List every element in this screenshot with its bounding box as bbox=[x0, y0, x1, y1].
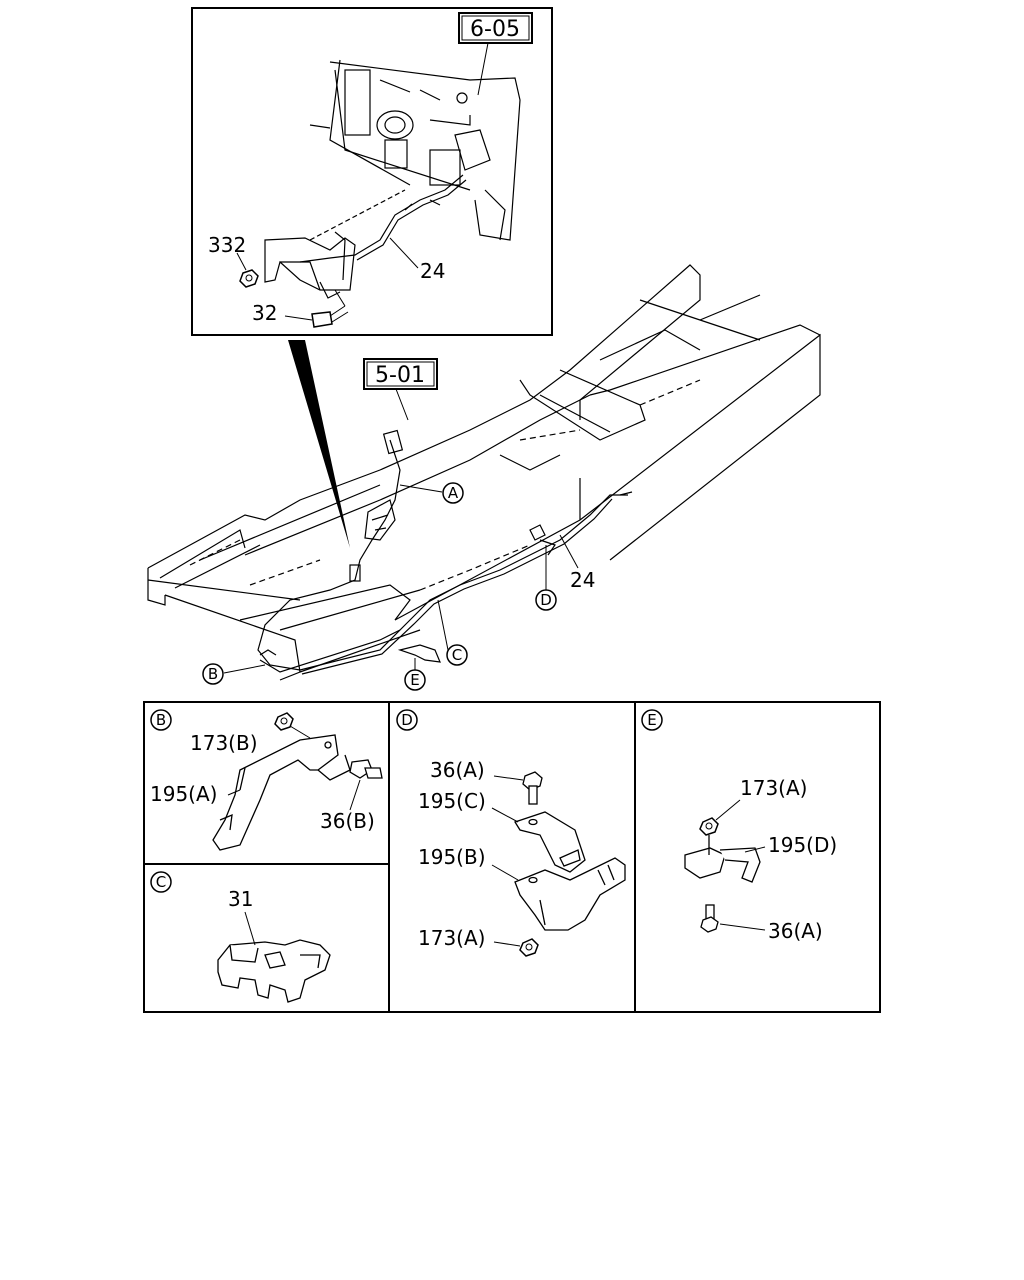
bolt-36a-d-icon bbox=[522, 771, 543, 805]
callout-e-label: E bbox=[410, 671, 419, 689]
detail-e-letter: E bbox=[647, 711, 656, 729]
label-195c: 195(C) bbox=[418, 789, 486, 813]
frame-reference-box[interactable]: 5-01 bbox=[363, 358, 438, 390]
chassis-frame bbox=[147, 264, 821, 681]
bolt-36a-e-icon bbox=[700, 904, 719, 933]
callout-d[interactable]: D bbox=[535, 545, 557, 611]
label-195d: 195(D) bbox=[768, 833, 837, 857]
label-24-inset: 24 bbox=[420, 259, 445, 283]
label-332: 332 bbox=[208, 233, 246, 257]
detail-c-letter: C bbox=[156, 873, 166, 891]
callout-c-label: C bbox=[452, 646, 462, 664]
callout-b[interactable]: B bbox=[202, 663, 266, 685]
nut-173a-d-icon bbox=[519, 938, 539, 957]
detail-d-letter: D bbox=[401, 711, 413, 729]
callout-a[interactable]: A bbox=[399, 482, 464, 504]
label-195a: 195(A) bbox=[150, 782, 217, 806]
bracket-195d-icon bbox=[684, 835, 761, 883]
inset-panel: 6-05 bbox=[191, 7, 553, 336]
callout-d-label: D bbox=[540, 591, 552, 609]
label-195b: 195(B) bbox=[418, 845, 486, 869]
callout-a-label: A bbox=[448, 484, 459, 502]
clip-31-icon bbox=[217, 939, 331, 1003]
bracket-195a-icon bbox=[212, 734, 351, 851]
inset-ref-label: 6-05 bbox=[470, 17, 520, 42]
callout-c[interactable]: C bbox=[437, 599, 468, 666]
inset-pointer bbox=[288, 340, 350, 548]
nut-173b-icon bbox=[274, 712, 294, 731]
bracket-195c-icon bbox=[514, 811, 586, 873]
label-36b: 36(B) bbox=[320, 809, 375, 833]
detail-d: D 36(A) 195(C) 195(B) 173(A) bbox=[396, 709, 626, 957]
label-36a-d: 36(A) bbox=[430, 758, 485, 782]
frame-ref-label: 5-01 bbox=[375, 363, 425, 388]
label-173a-e: 173(A) bbox=[740, 776, 807, 800]
label-36a-e: 36(A) bbox=[768, 919, 823, 943]
label-173b: 173(B) bbox=[190, 731, 258, 755]
label-24-frame: 24 bbox=[570, 568, 595, 592]
label-31: 31 bbox=[228, 887, 253, 911]
inset-reference-box[interactable]: 6-05 bbox=[458, 12, 533, 44]
nut-332-icon[interactable] bbox=[239, 269, 259, 288]
callout-e[interactable]: E bbox=[397, 644, 441, 691]
frame-harness bbox=[257, 429, 633, 675]
label-173a-d: 173(A) bbox=[418, 926, 485, 950]
bracket-195b-icon bbox=[514, 857, 626, 931]
nut-173a-e-icon bbox=[699, 817, 719, 836]
bolt-32-icon[interactable] bbox=[311, 305, 349, 328]
bolt-36b-icon bbox=[349, 759, 383, 779]
detail-b: B 173(B) 195(A) 36(B) bbox=[150, 709, 383, 851]
detail-b-letter: B bbox=[156, 711, 166, 729]
inset-frame-structure bbox=[309, 59, 521, 241]
detail-grid bbox=[143, 701, 881, 1013]
callout-b-label: B bbox=[208, 665, 218, 683]
detail-c: C 31 bbox=[150, 871, 331, 1003]
label-32: 32 bbox=[252, 301, 277, 325]
detail-e: E 173(A) 195(D) 36(A) bbox=[641, 709, 837, 943]
